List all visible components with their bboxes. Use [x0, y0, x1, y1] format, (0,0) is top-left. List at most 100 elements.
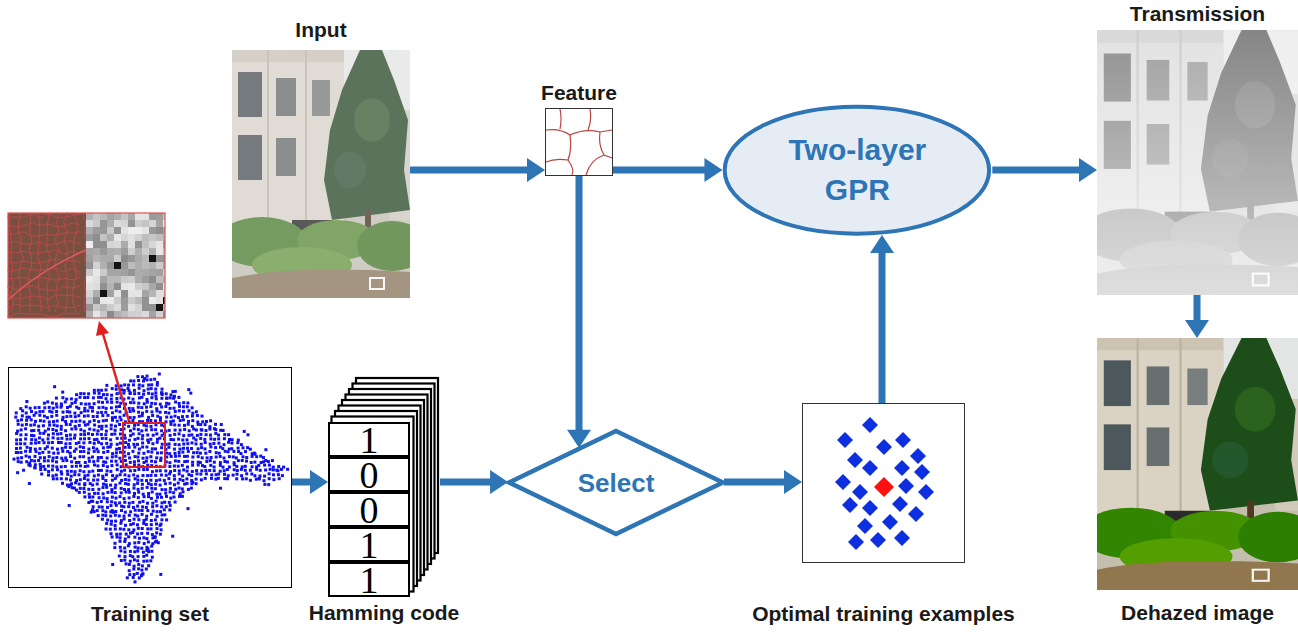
scatter-dots [124, 437, 127, 440]
scatter-dots [128, 563, 131, 566]
scatter-dots [178, 432, 181, 435]
scatter-dots [118, 555, 121, 558]
scatter-dots [124, 511, 127, 514]
scatter-dots [28, 482, 31, 485]
selected-examples [895, 432, 911, 448]
zoom-inset [135, 304, 142, 311]
scatter-dots [66, 473, 69, 476]
scatter-dots [132, 473, 135, 476]
scatter-dots [161, 514, 164, 517]
zoom-inset [107, 213, 114, 220]
scatter-dots [160, 528, 163, 531]
scatter-dots [110, 433, 113, 436]
zoom-inset [156, 283, 163, 290]
scatter-dots [142, 393, 145, 396]
scatter-dots [53, 385, 56, 388]
zoom-inset [156, 262, 163, 269]
scatter-dots [149, 405, 152, 408]
scatter-dots [38, 410, 41, 413]
scatter-dots [154, 487, 157, 490]
scatter-dots [84, 474, 87, 477]
scatter-dots [142, 522, 145, 525]
scatter-dots [115, 405, 118, 408]
scatter-dots [127, 384, 130, 387]
scatter-dots [150, 513, 153, 516]
scatter-dots [114, 486, 117, 489]
scatter-dots [19, 438, 22, 441]
scatter-dots [156, 515, 159, 518]
scatter-dots [37, 425, 40, 428]
scatter-dots [19, 442, 22, 445]
scatter-dots [42, 465, 45, 468]
node-label: Transmission [1130, 2, 1265, 26]
scatter-dots [116, 536, 119, 539]
scatter-dots [92, 446, 95, 449]
scatter-dots [105, 397, 108, 400]
zoom-inset [107, 304, 114, 311]
scatter-dots [263, 475, 266, 478]
scatter-dots [170, 455, 173, 458]
scatter-dots [146, 527, 149, 530]
scatter-dots [170, 416, 173, 419]
scatter-dots [159, 524, 162, 527]
scatter-dots [200, 443, 203, 446]
zoom-inset [121, 227, 128, 234]
scatter-dots [186, 470, 189, 473]
scatter-dots [125, 463, 128, 466]
zoom-inset [156, 304, 163, 311]
scatter-dots [128, 474, 131, 477]
scatter-dots [145, 446, 148, 449]
scatter-dots [20, 451, 23, 454]
scatter-dots [137, 406, 140, 409]
scatter-dots [223, 473, 226, 476]
arrow-shaft [613, 167, 705, 174]
scatter-dots [132, 522, 135, 525]
scatter-dots [150, 396, 153, 399]
selected-examples [908, 506, 924, 522]
zoom-inset [128, 269, 135, 276]
scatter-dots [110, 532, 113, 535]
scatter-dots [159, 403, 162, 406]
scatter-dots [150, 425, 153, 428]
scatter-dots [151, 442, 154, 445]
zoom-inset [149, 283, 156, 290]
scatter-dots [104, 514, 107, 517]
scatter-dots [113, 546, 116, 549]
scatter-dots [90, 511, 93, 514]
scatter-dots [217, 437, 220, 440]
scatter-dots [79, 464, 82, 467]
scatter-dots [101, 514, 104, 517]
scatter-dots [39, 466, 42, 469]
scatter-dots [91, 433, 94, 436]
scatter-dots [101, 401, 104, 404]
zoom-inset [19, 213, 24, 312]
zoom-inset [156, 276, 163, 283]
scatter-dots [181, 451, 184, 454]
scatter-dots [154, 428, 157, 431]
scatter-dots [128, 519, 131, 522]
scatter-dots [281, 474, 284, 477]
scatter-dots [156, 510, 159, 513]
scatter-dots [154, 535, 157, 538]
scatter-dots [174, 501, 177, 504]
scatter-dots [109, 515, 112, 518]
scatter-dots [87, 392, 90, 395]
scatter-dots [132, 443, 135, 446]
scatter-dots [111, 474, 114, 477]
scatter-dots [122, 528, 125, 531]
scatter-dots [106, 393, 109, 396]
scatter-dots [115, 409, 118, 412]
scatter-dots [111, 387, 114, 390]
scatter-dots [52, 420, 55, 423]
scatter-dots [142, 555, 145, 558]
scatter-dots [197, 423, 200, 426]
scatter-dots [105, 384, 108, 387]
scatter-dots [186, 415, 189, 418]
zoom-inset [149, 262, 156, 269]
zoom-inset [86, 255, 93, 262]
scatter-dots [20, 428, 23, 431]
scatter-dots [188, 409, 191, 412]
scatter-dots [74, 401, 77, 404]
scatter-dots [132, 398, 135, 401]
